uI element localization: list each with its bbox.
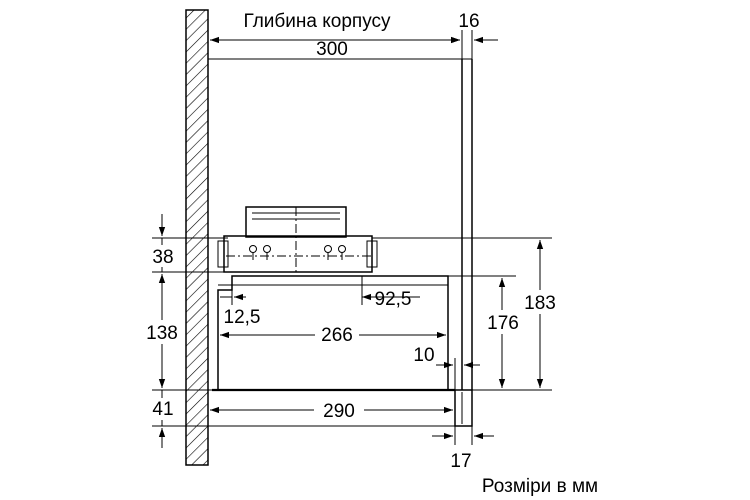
front-gap-label: 10	[413, 345, 434, 366]
lower-width-label: 290	[323, 401, 355, 422]
front-panel	[454, 389, 473, 427]
mount-holes	[249, 245, 346, 260]
upper-cabinet	[208, 58, 473, 390]
top-gap-label: 16	[458, 11, 479, 32]
front-panel-label: 17	[450, 451, 471, 472]
dimension-labels: Глибина корпусу 300 16 38 138 41 12,5 92…	[144, 11, 558, 472]
inner-width-label: 266	[321, 325, 353, 346]
dimension-lines	[158, 36, 544, 448]
body-height-label: 138	[146, 323, 178, 344]
extension-lines	[152, 30, 552, 445]
units-caption: Розміри в мм	[482, 476, 598, 497]
offset-right-label: 92,5	[375, 289, 412, 310]
cabinet-depth-title: Глибина корпусу	[244, 11, 391, 32]
height-183-label: 183	[524, 293, 556, 314]
fan-height-label: 38	[152, 247, 173, 268]
fan-motor	[217, 206, 378, 275]
cabinet-depth-value: 300	[316, 39, 348, 60]
offset-left-label: 12,5	[224, 307, 261, 328]
bottom-height-label: 41	[152, 399, 173, 420]
height-176-label: 176	[487, 313, 519, 334]
